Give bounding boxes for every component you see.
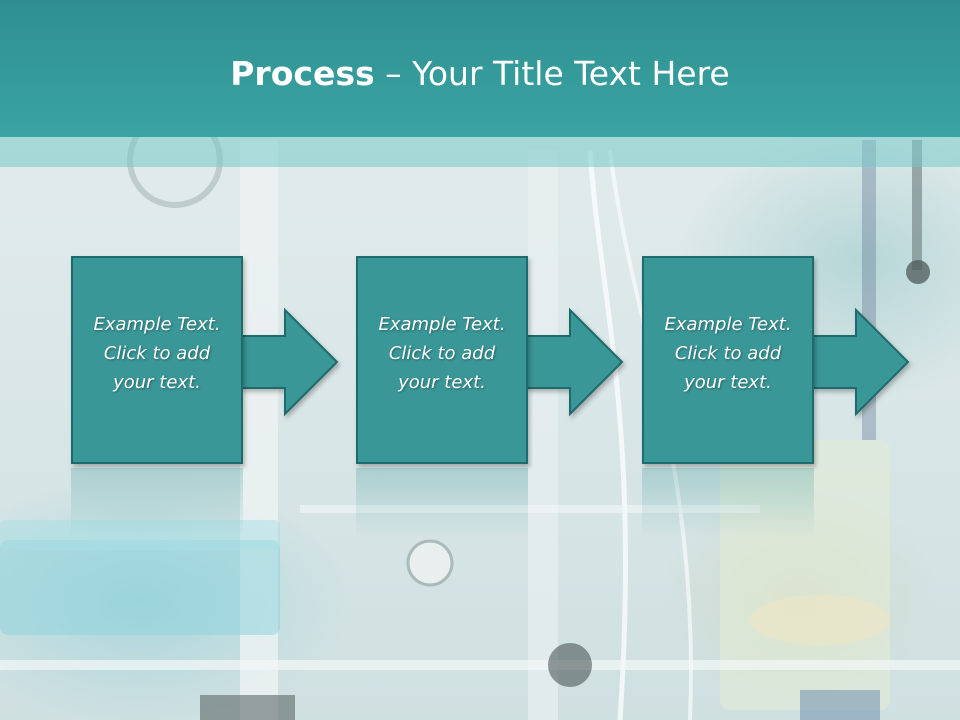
title-underline-strip xyxy=(0,137,960,167)
step-box xyxy=(356,256,528,464)
arrow-right-icon xyxy=(811,307,910,417)
step-text-line: Example Text. xyxy=(93,314,221,335)
arrow-right-icon xyxy=(525,307,624,417)
step-reflection xyxy=(642,468,814,538)
process-step-2[interactable]: Example Text. Click to add your text. xyxy=(356,256,624,466)
step-text[interactable]: Example Text. Click to add your text. xyxy=(642,310,814,397)
step-box xyxy=(71,256,243,464)
step-text[interactable]: Example Text. Click to add your text. xyxy=(71,310,243,397)
step-reflection xyxy=(356,468,528,538)
slide-title[interactable]: Process – Your Title Text Here xyxy=(0,52,960,96)
step-box xyxy=(642,256,814,464)
step-text-line: Click to add xyxy=(388,343,496,364)
step-text-line: Example Text. xyxy=(664,314,792,335)
step-text-line: Click to add xyxy=(674,343,782,364)
process-step-3[interactable]: Example Text. Click to add your text. xyxy=(642,256,910,466)
title-bold-part: Process xyxy=(230,54,375,93)
step-text-line: Click to add xyxy=(103,343,211,364)
step-text-line: your text. xyxy=(684,372,772,393)
step-text[interactable]: Example Text. Click to add your text. xyxy=(356,310,528,397)
step-text-line: your text. xyxy=(113,372,201,393)
process-step-1[interactable]: Example Text. Click to add your text. xyxy=(71,256,339,466)
step-text-line: your text. xyxy=(398,372,486,393)
step-text-line: Example Text. xyxy=(378,314,506,335)
title-bar xyxy=(0,0,960,137)
step-reflection xyxy=(71,468,243,538)
arrow-right-icon xyxy=(240,307,339,417)
title-rest-part: – Your Title Text Here xyxy=(374,54,730,93)
